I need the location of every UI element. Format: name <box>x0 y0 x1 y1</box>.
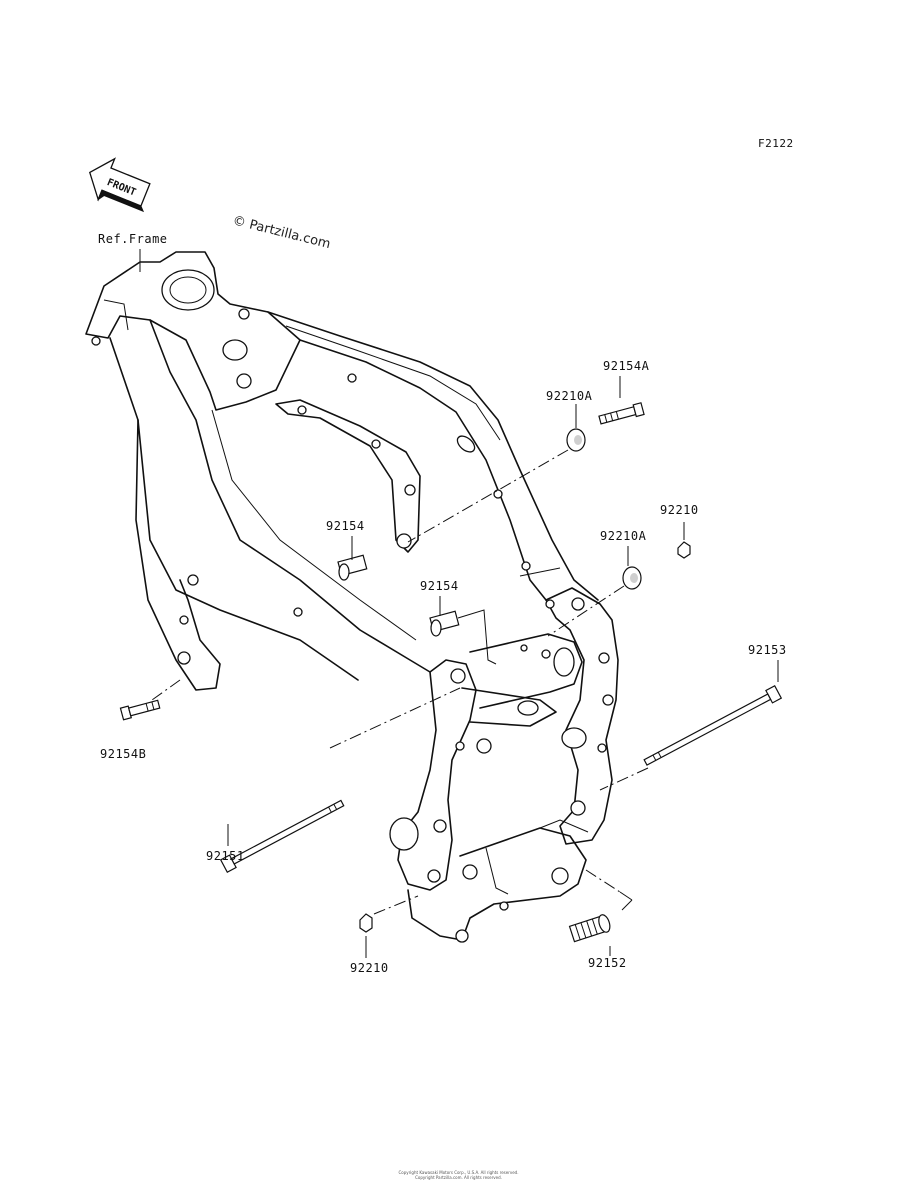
nut-92210-bottom-icon <box>359 913 373 933</box>
collar-92154-mid-icon <box>429 610 460 637</box>
label-92210-bottom: 92210 <box>350 961 389 975</box>
washer-92210A-mid-icon <box>622 566 642 590</box>
label-92151: 92151 <box>206 849 245 863</box>
watermark: © Partzilla.com <box>231 213 332 252</box>
diagram-code: F2122 <box>758 137 794 150</box>
leader-lines <box>151 376 779 958</box>
label-92154-mid: 92154 <box>420 579 459 593</box>
bolt-92153-icon <box>643 685 783 766</box>
motorcycle-frame <box>85 251 619 943</box>
bolt-92154B-icon <box>119 699 161 721</box>
label-92210A-top: 92210A <box>546 389 593 403</box>
label-92153: 92153 <box>748 643 787 657</box>
washer-92210A-top-icon <box>566 428 586 452</box>
label-92210A-mid: 92210A <box>600 529 647 543</box>
label-92210-right: 92210 <box>660 503 699 517</box>
label-92154A: 92154A <box>603 359 650 373</box>
bolt-92154A-icon <box>598 402 645 425</box>
label-92154B: 92154B <box>100 747 146 761</box>
nut-92210-right-icon <box>677 541 691 559</box>
label-92152: 92152 <box>588 956 627 970</box>
label-92154-left: 92154 <box>326 519 365 533</box>
adjuster-92152-icon <box>568 914 611 943</box>
copyright-line-1: Copyright Kawasaki Motors Corp., U.S.A. … <box>398 1170 519 1175</box>
ref-frame-label: Ref.Frame <box>98 232 168 246</box>
copyright-line-2: Copyright Partzilla.com. All rights rese… <box>415 1175 502 1180</box>
front-arrow-icon: FRONT <box>88 157 151 213</box>
bolt-92151-icon <box>219 799 345 873</box>
collar-92154-left-icon <box>337 554 368 581</box>
